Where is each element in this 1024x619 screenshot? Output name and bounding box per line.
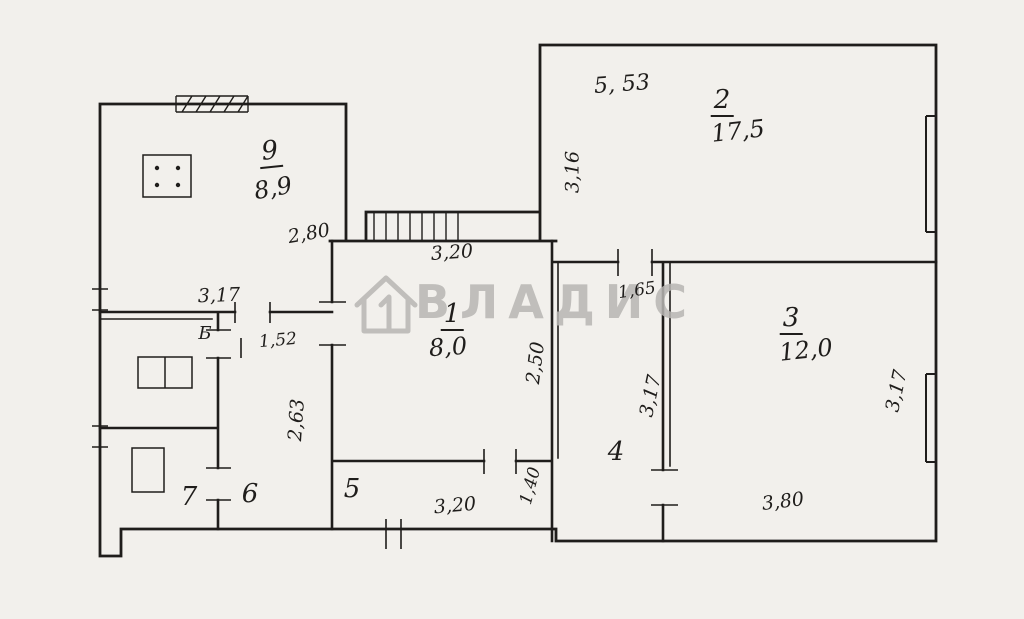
room-3-area: 12,0: [777, 333, 835, 367]
room-1-number: 1: [440, 301, 464, 331]
interior-walls: [98, 239, 938, 543]
house-watermark-icon: [354, 275, 418, 334]
dim-3-20-top: 3,20: [430, 240, 474, 265]
room-1-area: 8,0: [427, 331, 469, 363]
dim-1-52: 1,52: [258, 328, 298, 353]
room-3-number: 3: [779, 305, 803, 335]
stove-symbol: [142, 154, 192, 198]
bathroom-letter: Б: [198, 323, 212, 344]
dim-3-80: 3,80: [760, 488, 806, 516]
dim-3-20-bottom: 3,20: [432, 492, 477, 519]
window-ticks-left-wall: [92, 288, 108, 448]
dim-2-63: 2,63: [284, 398, 309, 442]
dim-2-50: 2,50: [522, 340, 550, 386]
dim-3-16: 3,16: [561, 150, 584, 194]
room-7-number: 7: [180, 482, 198, 512]
outer-walls: [98, 43, 938, 558]
dim-5-53: 5, 53: [593, 70, 651, 99]
dim-3-17-hall: 3,17: [197, 283, 241, 308]
room-2-number: 2: [710, 87, 734, 117]
room-9-number: 9: [257, 135, 283, 170]
bathtub-symbol: [131, 447, 165, 493]
window-hatch-top-left: [175, 95, 249, 113]
loggia-hatch: [373, 213, 459, 240]
room-4-number: 4: [607, 437, 625, 467]
room-9-area: 8,9: [251, 170, 295, 206]
watermark-brand: ВЛАДИС: [414, 275, 698, 329]
window-right-room2: [925, 115, 936, 233]
sink-symbol: [137, 356, 193, 389]
room-6-number: 6: [241, 479, 259, 509]
room-2-area: 17,5: [709, 114, 767, 148]
window-right-room3: [925, 373, 936, 463]
room-5-number: 5: [343, 474, 361, 504]
door-tick-marks: [206, 249, 678, 549]
